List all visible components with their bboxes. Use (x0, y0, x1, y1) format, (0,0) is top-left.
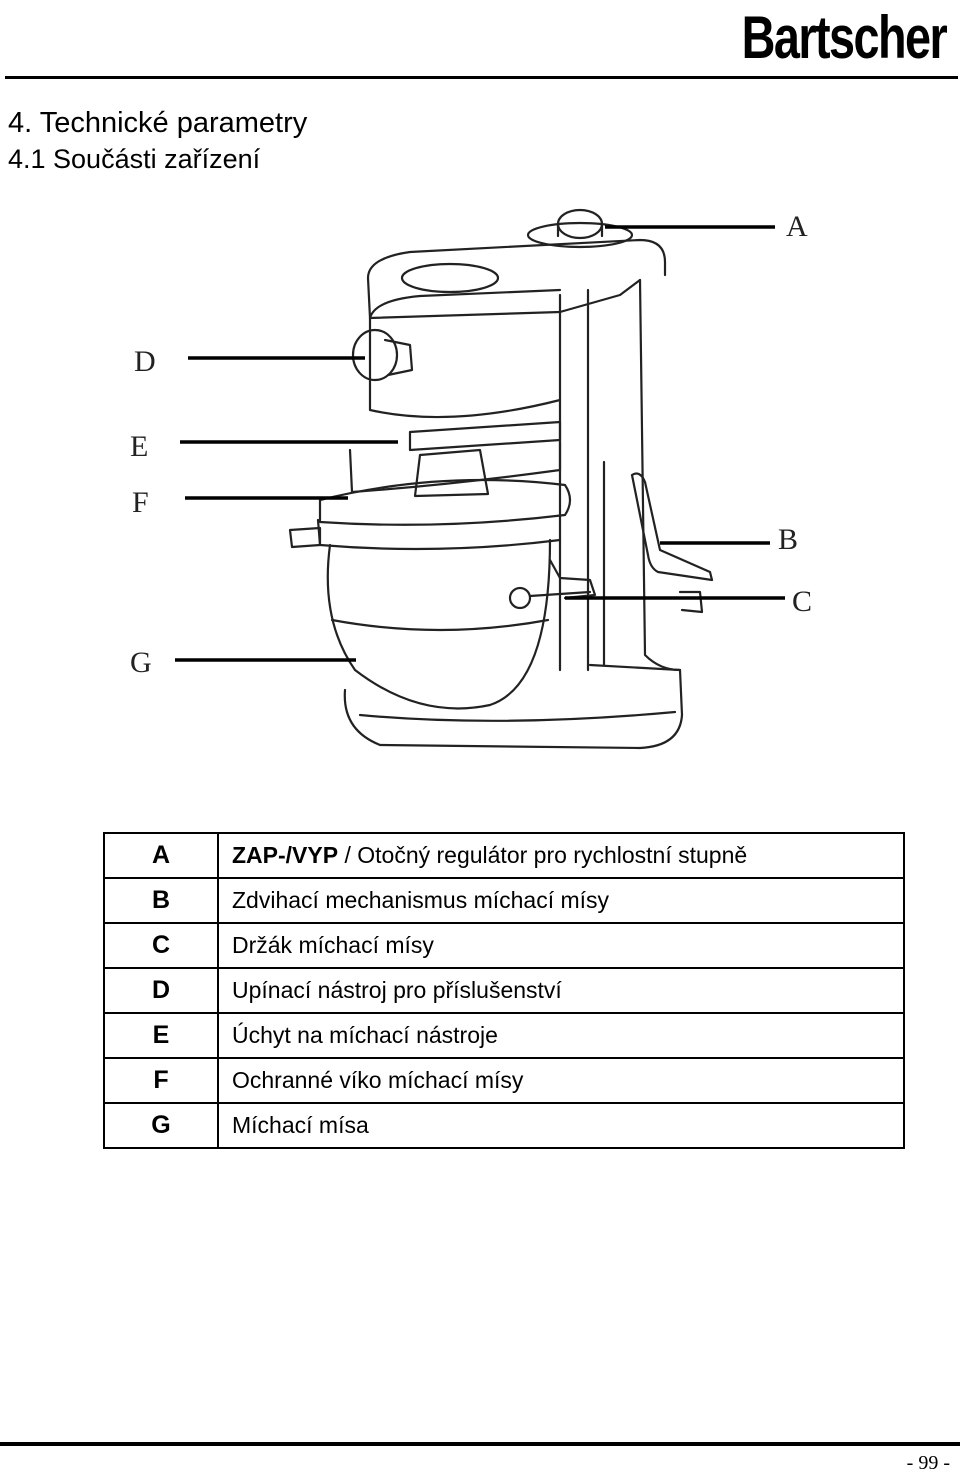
callout-a: A (786, 210, 808, 243)
mixer-drawing (175, 208, 785, 750)
part-description: Upínací nástroj pro příslušenství (217, 967, 905, 1014)
callout-g: G (130, 646, 152, 679)
part-description: Ochranné víko míchací mísy (217, 1057, 905, 1104)
brand-logo-text: Bartscher (741, 4, 948, 71)
subsection-title: 4.1 Součásti zařízení (8, 144, 261, 174)
table-row: D Upínací nástroj pro příslušenství (103, 967, 905, 1014)
footer-rule (0, 1442, 960, 1446)
callout-c: C (792, 585, 813, 618)
mixer-diagram: A B C D E F G (120, 200, 840, 760)
table-row: G Míchací mísa (103, 1102, 905, 1149)
part-description-text: / Otočný regulátor pro rychlostní stupně (338, 842, 748, 868)
part-description: Držák míchací mísy (217, 922, 905, 969)
header-rule (5, 76, 958, 79)
part-key: A (103, 832, 219, 879)
part-description-bold: ZAP-/VYP (232, 842, 339, 868)
part-description: ZAP-/VYP / Otočný regulátor pro rychlost… (217, 832, 905, 879)
brand-logo: Bartscher (684, 4, 948, 72)
callout-e: E (130, 430, 149, 463)
callout-b: B (778, 523, 799, 556)
table-row: F Ochranné víko míchací mísy (103, 1057, 905, 1104)
table-row: E Úchyt na míchací nástroje (103, 1012, 905, 1059)
part-key: F (103, 1057, 219, 1104)
table-row: B Zdvihací mechanismus míchací mísy (103, 877, 905, 924)
page-number: - 99 - (906, 1452, 950, 1474)
part-description: Zdvihací mechanismus míchací mísy (217, 877, 905, 924)
parts-table: A ZAP-/VYP / Otočný regulátor pro rychlo… (103, 832, 905, 1149)
part-key: B (103, 877, 219, 924)
part-key: D (103, 967, 219, 1014)
table-row: C Držák míchací mísy (103, 922, 905, 969)
part-description: Úchyt na míchací nástroje (217, 1012, 905, 1059)
callout-f: F (132, 486, 149, 519)
part-key: E (103, 1012, 219, 1059)
part-key: C (103, 922, 219, 969)
section-title: 4. Technické parametry (8, 107, 308, 139)
table-row: A ZAP-/VYP / Otočný regulátor pro rychlo… (103, 832, 905, 879)
part-key: G (103, 1102, 219, 1149)
callout-d: D (134, 345, 156, 378)
part-description: Míchací mísa (217, 1102, 905, 1149)
